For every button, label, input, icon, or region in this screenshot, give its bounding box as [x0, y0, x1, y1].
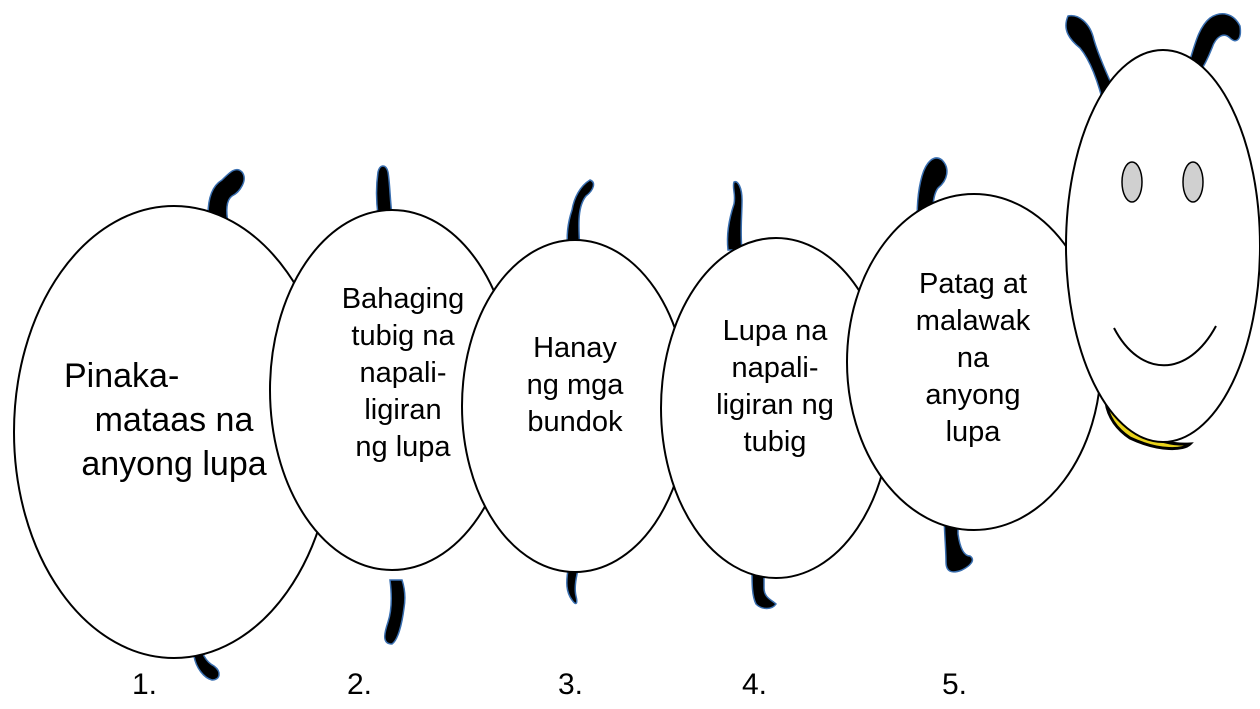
segment-4-line: ligiran ng: [716, 389, 834, 421]
leg: [566, 569, 579, 605]
head-body: [1065, 49, 1260, 443]
segment-1-line: anyong lupa: [81, 445, 267, 483]
segment-5-line: na: [956, 342, 990, 374]
leg: [566, 179, 595, 251]
segment-2-line: ligiran: [364, 394, 442, 426]
segment-3-line: Hanay: [533, 332, 617, 364]
leg: [751, 569, 777, 610]
segment-3-line: ng mga: [526, 369, 624, 401]
eye-right-icon: [1182, 161, 1204, 203]
leg: [384, 579, 406, 645]
legs-top: [207, 157, 948, 251]
leg: [375, 165, 393, 216]
segment-4-line: Lupa na: [722, 315, 828, 347]
segment-4-label: Lupa na napali- ligiran ng tubig: [692, 313, 858, 461]
segment-5-line: Patag at: [918, 268, 1028, 300]
segment-2-line: Bahaging: [341, 283, 465, 315]
segment-4-line: tubig: [743, 426, 807, 458]
segment-4-line: napali-: [731, 352, 819, 384]
segment-5-line: lupa: [945, 416, 1001, 448]
segment-2-line: napali-: [359, 357, 447, 389]
segment-5-label: Patag at malawak na anyong lupa: [893, 266, 1053, 451]
leg: [726, 180, 743, 251]
segment-2-line: tubig na: [351, 320, 455, 352]
leg: [207, 168, 245, 224]
antenna-right: [1189, 13, 1242, 74]
head: [1065, 49, 1260, 443]
segment-1-line: mataas na: [94, 401, 254, 439]
segment-1-line: Pinaka-: [64, 357, 180, 395]
segment-4-number: 4.: [742, 668, 768, 701]
segment-5-line: anyong: [925, 379, 1021, 411]
segment-1-number: 1.: [132, 668, 158, 701]
segment-5-number: 5.: [942, 668, 968, 701]
segment-2-label: Bahaging tubig na napali- ligiran ng lup…: [318, 281, 488, 466]
segment-5-line: malawak: [915, 305, 1031, 337]
segment-3-label: Hanay ng mga bundok: [500, 330, 650, 441]
body-segments: [13, 193, 1102, 659]
eye-left-icon: [1121, 161, 1143, 203]
segment-2-number: 2.: [347, 668, 373, 701]
segment-1-label: Pinaka- mataas na anyong lupa: [54, 354, 294, 486]
segment-3-number: 3.: [558, 668, 584, 701]
smile-icon: [1113, 325, 1217, 367]
segment-2-line: ng lupa: [355, 431, 451, 463]
segment-3-line: bundok: [527, 406, 623, 438]
